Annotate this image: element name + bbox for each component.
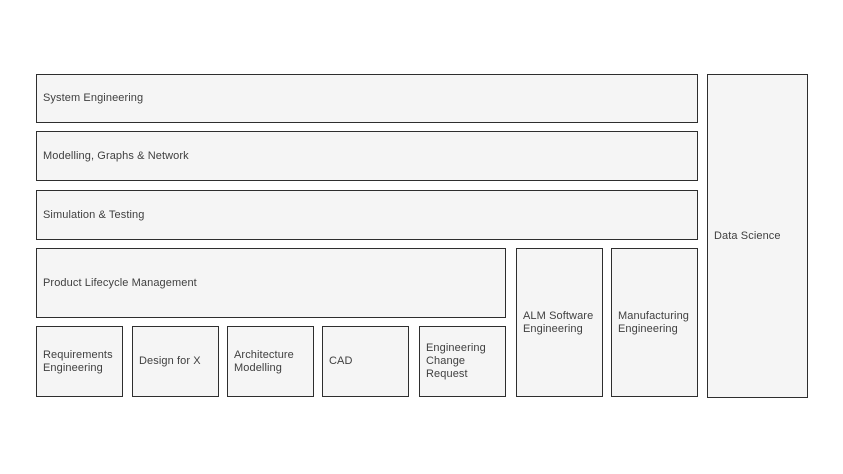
box-label: Engineering Change Request bbox=[426, 342, 486, 380]
box-label: Data Science bbox=[714, 229, 781, 242]
box-alm-software-engineering: ALM Software Engineering bbox=[516, 248, 603, 397]
box-label: Modelling, Graphs & Network bbox=[43, 149, 189, 162]
box-data-science: Data Science bbox=[707, 74, 808, 398]
box-label: CAD bbox=[329, 355, 353, 368]
box-system-engineering: System Engineering bbox=[36, 74, 698, 123]
box-modelling-graphs-network: Modelling, Graphs & Network bbox=[36, 131, 698, 181]
box-label: Product Lifecycle Management bbox=[43, 276, 197, 289]
box-design-for-x: Design for X bbox=[132, 326, 219, 397]
box-manufacturing-engineering: Manufacturing Engineering bbox=[611, 248, 698, 397]
box-label: System Engineering bbox=[43, 92, 144, 105]
box-label: Requirements Engineering bbox=[43, 348, 113, 374]
box-requirements-engineering: Requirements Engineering bbox=[36, 326, 123, 397]
box-label: Architecture Modelling bbox=[234, 348, 294, 374]
box-label: Manufacturing Engineering bbox=[618, 309, 690, 335]
box-label: ALM Software Engineering bbox=[523, 309, 594, 335]
box-engineering-change-request: Engineering Change Request bbox=[419, 326, 506, 397]
box-label: Design for X bbox=[139, 355, 201, 368]
box-product-lifecycle-management: Product Lifecycle Management bbox=[36, 248, 506, 318]
box-simulation-testing: Simulation & Testing bbox=[36, 190, 698, 240]
box-architecture-modelling: Architecture Modelling bbox=[227, 326, 314, 397]
box-cad: CAD bbox=[322, 326, 409, 397]
box-label: Simulation & Testing bbox=[43, 208, 145, 221]
